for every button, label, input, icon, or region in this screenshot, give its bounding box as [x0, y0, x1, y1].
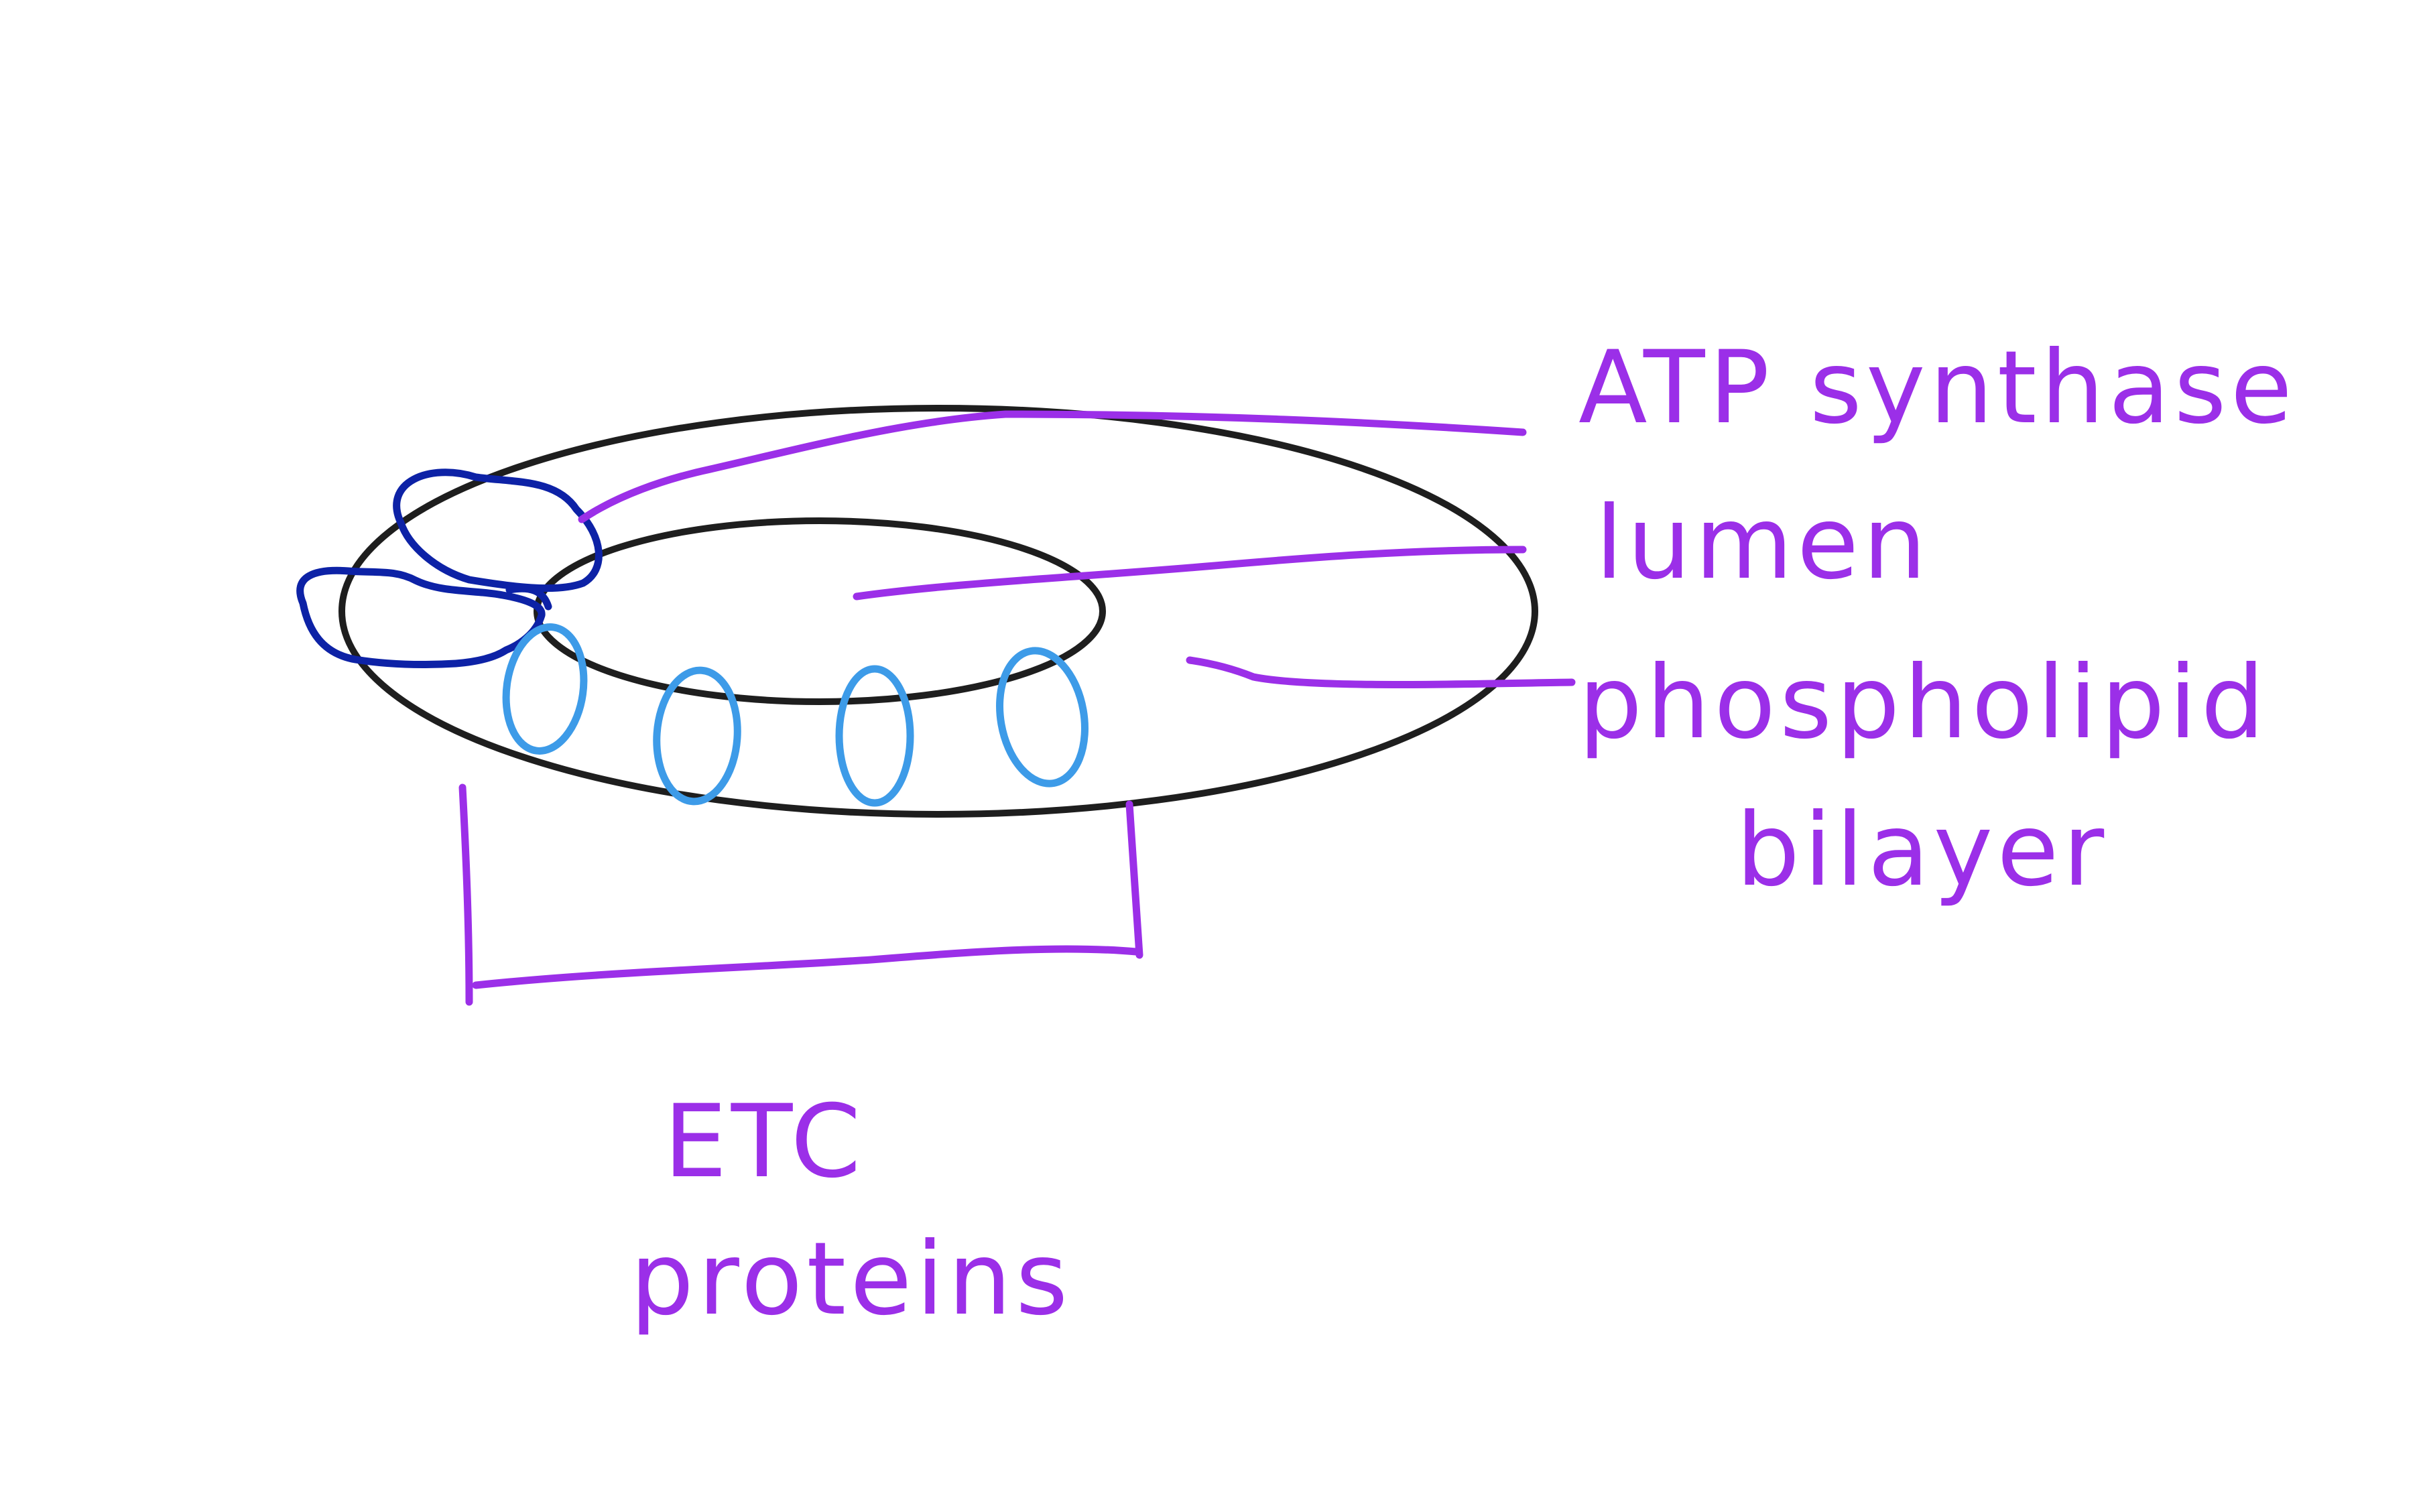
- atp-synthase-shape: [296, 468, 603, 669]
- etc-label-line2: proteins: [630, 1221, 1072, 1338]
- lumen-leader: [853, 546, 1527, 601]
- phospholipid-leader: [1186, 656, 1576, 688]
- phospholipid-label-line2: bilayer: [1736, 792, 2108, 909]
- etc-protein-1: [502, 623, 588, 755]
- atp-synthase-leader: [578, 410, 1527, 523]
- phospholipid-label-line1: phospholipid: [1578, 645, 2269, 761]
- atp-synthase-lower-loop: [296, 566, 546, 669]
- atp-synthase-label: ATP synthase: [1578, 330, 2296, 446]
- membrane-outer-edge: [338, 405, 1538, 818]
- etc-bracket: [458, 783, 1143, 1006]
- etc-proteins-shapes: [502, 623, 1089, 807]
- etc-protein-3: [835, 665, 914, 807]
- etc-protein-4: [996, 647, 1089, 788]
- etc-protein-2: [653, 666, 741, 806]
- atp-synthase-connector: [505, 584, 552, 611]
- leader-lines: [578, 410, 1576, 688]
- thylakoid-membrane: [338, 405, 1538, 818]
- membrane-inner-edge: [534, 517, 1106, 705]
- lumen-label: lumen: [1595, 485, 1930, 602]
- atp-synthase-upper-loop: [393, 468, 603, 592]
- etc-label-line1: ETC: [664, 1084, 865, 1200]
